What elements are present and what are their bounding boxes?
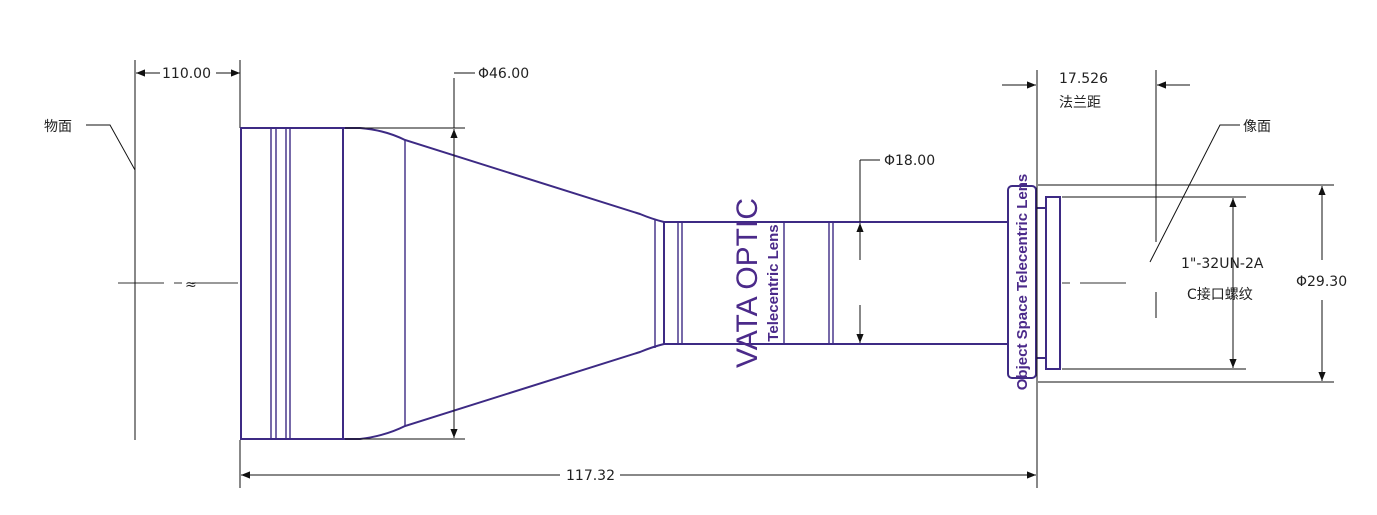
flange-distance-value: 17.526 [1059, 71, 1108, 87]
total-length-value: 117.32 [566, 468, 615, 484]
mount-type: C接口螺纹 [1187, 286, 1253, 303]
mount-diameter-value: Φ29.30 [1296, 274, 1347, 290]
lens-line-text: Telecentric Lens [765, 224, 782, 341]
conical-taper [342, 127, 665, 440]
main-barrel [663, 221, 1009, 345]
working-distance-value: 110.00 [162, 66, 211, 82]
image-plane-leader [1149, 124, 1240, 263]
image-plane-label: 像面 [1243, 119, 1271, 135]
lens-type-text: Object Space Telecentric Lens [1014, 174, 1031, 390]
front-diameter-value: Φ46.00 [478, 66, 529, 82]
front-barrel [240, 127, 344, 440]
barrel-diameter-value: Φ18.00 [884, 153, 935, 169]
object-plane-label: 物面 [44, 119, 72, 135]
flange-distance-label: 法兰距 [1059, 95, 1101, 111]
brand-logo-text: VATA OPTIC [731, 198, 764, 368]
thread-spec: 1"-32UN-2A [1181, 256, 1264, 272]
break-symbol: ≈ [185, 277, 197, 293]
object-plane-leader [86, 124, 136, 171]
c-mount-lip [1045, 196, 1061, 370]
